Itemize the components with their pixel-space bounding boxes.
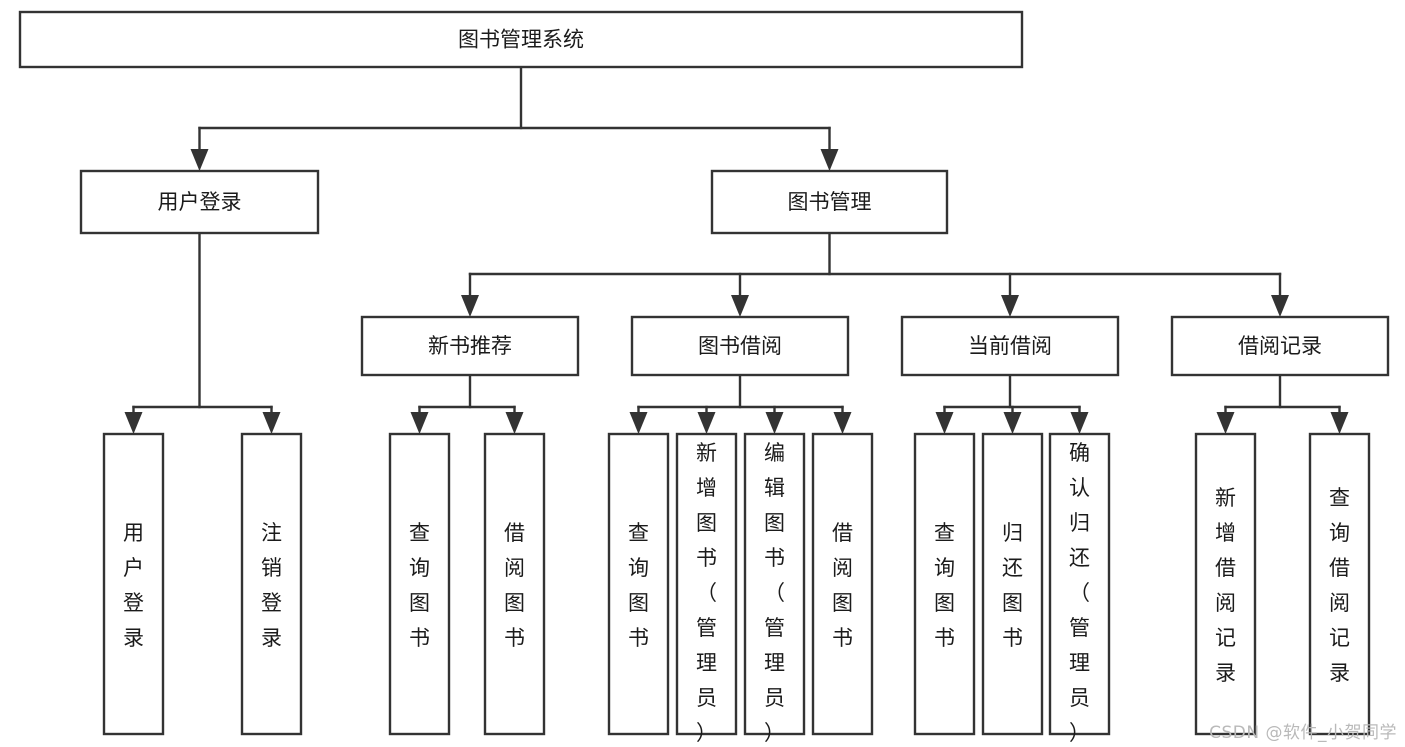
node-new-book-recommend-box[interactable] (360, 315, 580, 377)
node-leaf-query-book-recommend-box[interactable] (388, 432, 451, 736)
node-label-layer: 图书管理系统用户登录图书管理新书推荐图书借阅当前借阅借阅记录用户登录注销登录查询… (123, 28, 1350, 746)
node-new-book-recommend-label: 新书推荐 (428, 334, 512, 358)
node-leaf-user-login-label: 用户登录 (123, 521, 144, 650)
node-leaf-add-borrow-record-label: 新增借阅记录 (1215, 486, 1236, 685)
node-leaf-query-borrow-record-label: 查询借阅记录 (1329, 486, 1350, 685)
node-leaf-add-book-label: 新增图书（管理员） (696, 441, 717, 745)
node-leaf-borrow-book-recommend-box[interactable] (483, 432, 546, 736)
edge-book-borrow-to-leaf-borrow-book-arrowhead-icon (833, 412, 852, 434)
csdn-watermark: CSDN @软件_小贺同学 (1209, 723, 1397, 743)
node-leaf-edit-book-box[interactable] (743, 432, 806, 736)
node-leaf-edit-book-label: 编辑图书（管理员） (764, 441, 785, 745)
node-leaf-query-borrow-record-box[interactable] (1308, 432, 1371, 736)
node-leaf-add-borrow-record-box[interactable] (1194, 432, 1257, 736)
node-book-management-label: 图书管理 (788, 190, 872, 214)
node-leaf-logout-box[interactable] (240, 432, 303, 736)
root-node-box[interactable] (18, 10, 1024, 69)
node-box-layer (18, 10, 1390, 736)
node-leaf-query-book-current-label: 查询图书 (934, 521, 955, 650)
node-leaf-return-book-box[interactable] (981, 432, 1044, 736)
node-leaf-query-book-recommend-label: 查询图书 (409, 521, 430, 650)
edge-user-login-to-leaf-user-login-arrowhead-icon (124, 412, 143, 434)
node-leaf-query-book-borrow-label: 查询图书 (628, 521, 649, 650)
edge-book-borrow-to-leaf-add-book-arrowhead-icon (697, 412, 716, 434)
node-leaf-user-login-box[interactable] (102, 432, 165, 736)
edge-current-borrow-to-leaf-query-book-current-arrowhead-icon (935, 412, 954, 434)
edge-root-to-user-login-arrowhead-icon (190, 149, 209, 171)
connector-layer (124, 65, 1349, 434)
edge-bm-to-borrow-record-arrowhead-icon (1271, 295, 1289, 317)
edge-new-book-recommend-to-leaf-query-book-recommend-arrowhead-icon (410, 412, 429, 434)
node-user-login-label: 用户登录 (158, 190, 242, 214)
node-book-borrow-box[interactable] (630, 315, 850, 377)
edge-user-login-to-leaf-logout-arrowhead-icon (262, 412, 281, 434)
edge-book-borrow-to-leaf-query-book-borrow-arrowhead-icon (629, 412, 648, 434)
root-node-label: 图书管理系统 (458, 28, 584, 52)
edge-bm-to-book-borrow-arrowhead-icon (731, 295, 749, 317)
edge-bm-to-new-book-recommend-arrowhead-icon (461, 295, 479, 317)
node-book-borrow-label: 图书借阅 (698, 334, 782, 358)
node-leaf-query-book-borrow-box[interactable] (607, 432, 670, 736)
node-borrow-record-box[interactable] (1170, 315, 1390, 377)
node-leaf-add-book-box[interactable] (675, 432, 738, 736)
node-leaf-return-book-label: 归还图书 (1002, 521, 1023, 650)
edge-borrow-record-to-leaf-query-borrow-record-arrowhead-icon (1330, 412, 1349, 434)
node-user-login-box[interactable] (79, 169, 320, 235)
node-leaf-borrow-book-box[interactable] (811, 432, 874, 736)
edge-root-to-book-management-arrowhead-icon (820, 149, 839, 171)
node-book-management-box[interactable] (710, 169, 949, 235)
edge-bm-to-current-borrow-arrowhead-icon (1001, 295, 1019, 317)
node-leaf-borrow-book-label: 借阅图书 (832, 521, 853, 650)
edge-new-book-recommend-to-leaf-borrow-book-recommend-arrowhead-icon (505, 412, 524, 434)
edge-borrow-record-to-leaf-add-borrow-record-arrowhead-icon (1216, 412, 1235, 434)
node-borrow-record-label: 借阅记录 (1238, 334, 1322, 358)
node-leaf-borrow-book-recommend-label: 借阅图书 (504, 521, 525, 650)
node-leaf-logout-label: 注销登录 (261, 521, 282, 650)
node-leaf-confirm-return-box[interactable] (1048, 432, 1111, 736)
node-current-borrow-box[interactable] (900, 315, 1120, 377)
node-leaf-confirm-return-label: 确认归还（管理员） (1069, 441, 1090, 745)
node-leaf-query-book-current-box[interactable] (913, 432, 976, 736)
edge-book-borrow-to-leaf-edit-book-arrowhead-icon (765, 412, 784, 434)
edge-current-borrow-to-leaf-return-book-arrowhead-icon (1003, 412, 1022, 434)
edge-current-borrow-to-leaf-confirm-return-arrowhead-icon (1070, 412, 1089, 434)
node-current-borrow-label: 当前借阅 (968, 334, 1052, 358)
